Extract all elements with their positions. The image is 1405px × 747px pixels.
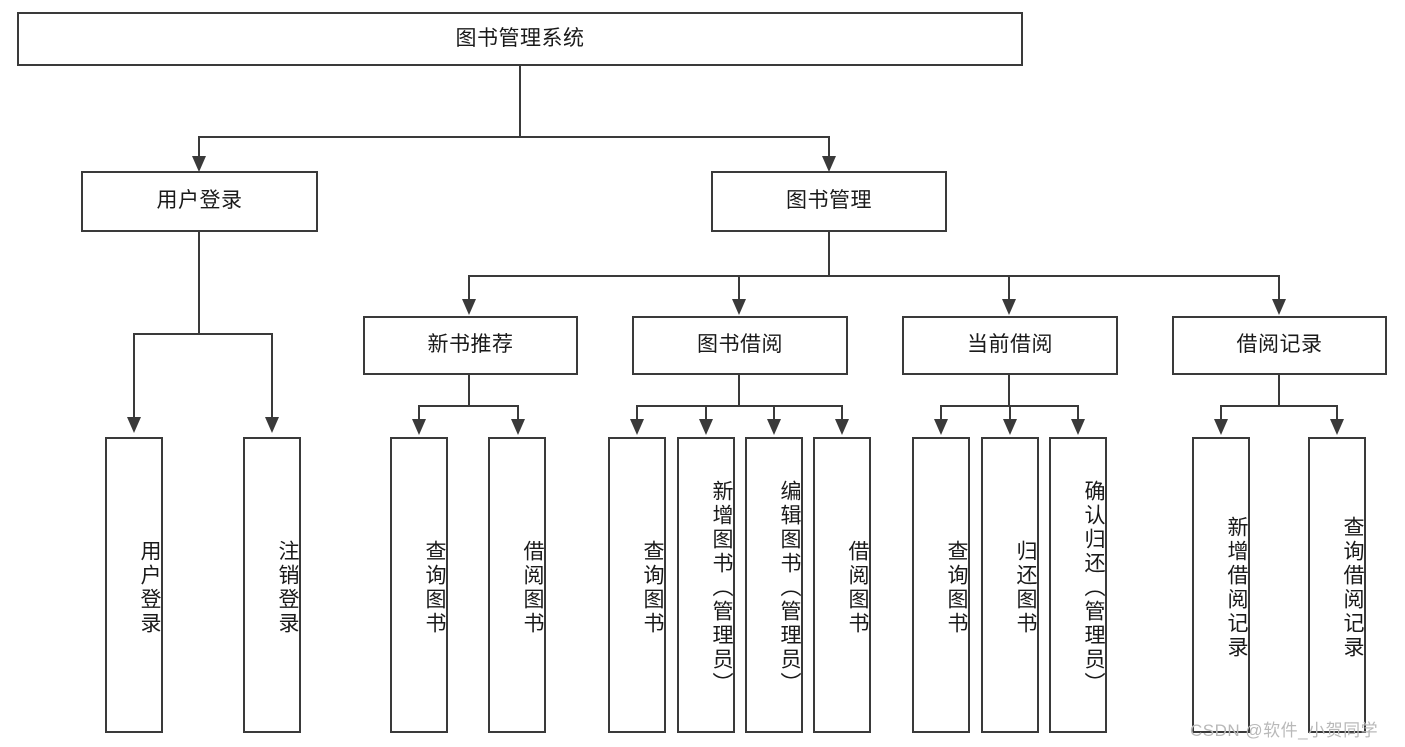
edge-book-mgmt-to-record — [1278, 275, 1280, 301]
leaf-current-borrow-confirm-label: 确认归还（管理员） — [1082, 480, 1105, 696]
node-new-book-recommend-label: 新书推荐 — [427, 333, 514, 357]
arrowhead-current-borrow-to-leaf-2 — [1003, 419, 1017, 435]
arrowhead-book-borrow-to-leaf-2 — [699, 419, 713, 435]
arrowhead-book-mgmt-to-current — [1002, 299, 1016, 315]
edge-book-mgmt-to-current — [1008, 275, 1010, 301]
node-user-login[interactable]: 用户登录 — [81, 171, 318, 232]
edge-book-borrow-bus — [636, 405, 843, 407]
arrowhead-current-borrow-to-leaf-3 — [1071, 419, 1085, 435]
arrowhead-current-borrow-to-leaf-1 — [934, 419, 948, 435]
leaf-book-borrow-borrow[interactable]: 借阅图书 — [813, 437, 871, 733]
edge-root-to-user-login — [198, 136, 200, 160]
arrowhead-borrow-record-to-leaf-1 — [1214, 419, 1228, 435]
node-book-borrow[interactable]: 图书借阅 — [632, 316, 848, 375]
leaf-borrow-record-query[interactable]: 查询借阅记录 — [1308, 437, 1366, 733]
edge-current-borrow-to-leaf-1 — [940, 405, 942, 421]
edge-current-borrow-to-leaf-3 — [1077, 405, 1079, 421]
leaf-book-borrow-add-label: 新增图书（管理员） — [710, 480, 733, 696]
edge-user-login-stem — [198, 232, 200, 335]
edge-book-mgmt-bus — [468, 275, 1280, 277]
edge-new-book-stem — [468, 375, 470, 407]
arrowhead-book-borrow-to-leaf-4 — [835, 419, 849, 435]
arrowhead-new-book-to-leaf-2 — [511, 419, 525, 435]
node-user-login-label: 用户登录 — [156, 189, 243, 213]
edge-new-book-bus — [418, 405, 519, 407]
edge-root-bus — [198, 136, 829, 138]
edge-root-to-book-mgmt — [828, 136, 830, 160]
arrowhead-book-borrow-to-leaf-1 — [630, 419, 644, 435]
node-current-borrow-label: 当前借阅 — [967, 333, 1053, 357]
leaf-user-login-logout[interactable]: 注销登录 — [243, 437, 301, 733]
edge-borrow-record-to-leaf-2 — [1336, 405, 1338, 421]
leaf-current-borrow-return-label: 归还图书 — [1014, 540, 1037, 636]
edge-book-borrow-to-leaf-1 — [636, 405, 638, 421]
leaf-book-borrow-edit[interactable]: 编辑图书（管理员） — [745, 437, 803, 733]
leaf-user-login-login-label: 用户登录 — [138, 540, 161, 636]
leaf-user-login-login[interactable]: 用户登录 — [105, 437, 163, 733]
edge-book-mgmt-to-new-book — [468, 275, 470, 301]
arrowhead-user-login-to-leaf-2 — [265, 417, 279, 433]
leaf-new-book-borrow-label: 借阅图书 — [521, 540, 544, 636]
leaf-current-borrow-query[interactable]: 查询图书 — [912, 437, 970, 733]
leaf-book-borrow-query-label: 查询图书 — [641, 540, 664, 636]
leaf-current-borrow-confirm[interactable]: 确认归还（管理员） — [1049, 437, 1107, 733]
watermark-text: CSDN @软件_小贺同学 — [1190, 721, 1379, 740]
leaf-new-book-query[interactable]: 查询图书 — [390, 437, 448, 733]
node-current-borrow[interactable]: 当前借阅 — [902, 316, 1118, 375]
leaf-current-borrow-return[interactable]: 归还图书 — [981, 437, 1039, 733]
node-book-management-label: 图书管理 — [786, 189, 872, 213]
arrowhead-book-mgmt-to-record — [1272, 299, 1286, 315]
leaf-current-borrow-query-label: 查询图书 — [945, 540, 968, 636]
arrowhead-borrow-record-to-leaf-2 — [1330, 419, 1344, 435]
leaf-borrow-record-add-label: 新增借阅记录 — [1225, 516, 1248, 660]
leaf-book-borrow-edit-label: 编辑图书（管理员） — [778, 480, 801, 696]
node-book-management[interactable]: 图书管理 — [711, 171, 947, 232]
edge-user-login-bus — [133, 333, 273, 335]
edge-user-login-to-leaf-2 — [271, 333, 273, 419]
leaf-new-book-borrow[interactable]: 借阅图书 — [488, 437, 546, 733]
edge-book-borrow-to-leaf-3 — [773, 405, 775, 421]
edge-borrow-record-bus — [1220, 405, 1338, 407]
node-borrow-record-label: 借阅记录 — [1236, 333, 1323, 357]
leaf-borrow-record-add[interactable]: 新增借阅记录 — [1192, 437, 1250, 733]
node-root-system[interactable]: 图书管理系统 — [17, 12, 1023, 66]
edge-borrow-record-stem — [1278, 375, 1280, 407]
arrowhead-new-book-to-leaf-1 — [412, 419, 426, 435]
edge-borrow-record-to-leaf-1 — [1220, 405, 1222, 421]
node-new-book-recommend[interactable]: 新书推荐 — [363, 316, 578, 375]
leaf-book-borrow-query[interactable]: 查询图书 — [608, 437, 666, 733]
edge-new-book-to-leaf-2 — [517, 405, 519, 421]
edge-root-stem — [519, 66, 521, 138]
edge-book-borrow-to-leaf-2 — [705, 405, 707, 421]
arrowhead-user-login-to-leaf-1 — [127, 417, 141, 433]
edge-book-borrow-stem — [738, 375, 740, 407]
edge-current-borrow-to-leaf-2 — [1009, 405, 1011, 421]
node-book-borrow-label: 图书借阅 — [697, 333, 783, 357]
leaf-new-book-query-label: 查询图书 — [423, 540, 446, 636]
leaf-book-borrow-add[interactable]: 新增图书（管理员） — [677, 437, 735, 733]
node-borrow-record[interactable]: 借阅记录 — [1172, 316, 1387, 375]
edge-book-mgmt-to-borrow — [738, 275, 740, 301]
arrowhead-root-to-user-login — [192, 156, 206, 172]
leaf-borrow-record-query-label: 查询借阅记录 — [1341, 516, 1364, 660]
arrowhead-root-to-book-mgmt — [822, 156, 836, 172]
edge-book-borrow-to-leaf-4 — [841, 405, 843, 421]
leaf-user-login-logout-label: 注销登录 — [276, 540, 299, 636]
leaf-book-borrow-borrow-label: 借阅图书 — [846, 540, 869, 636]
arrowhead-book-mgmt-to-new-book — [462, 299, 476, 315]
arrowhead-book-borrow-to-leaf-3 — [767, 419, 781, 435]
edge-user-login-to-leaf-1 — [133, 333, 135, 419]
edge-book-mgmt-stem — [828, 232, 830, 277]
arrowhead-book-mgmt-to-borrow — [732, 299, 746, 315]
edge-new-book-to-leaf-1 — [418, 405, 420, 421]
edge-current-borrow-stem — [1008, 375, 1010, 407]
node-root-system-label: 图书管理系统 — [455, 26, 585, 50]
